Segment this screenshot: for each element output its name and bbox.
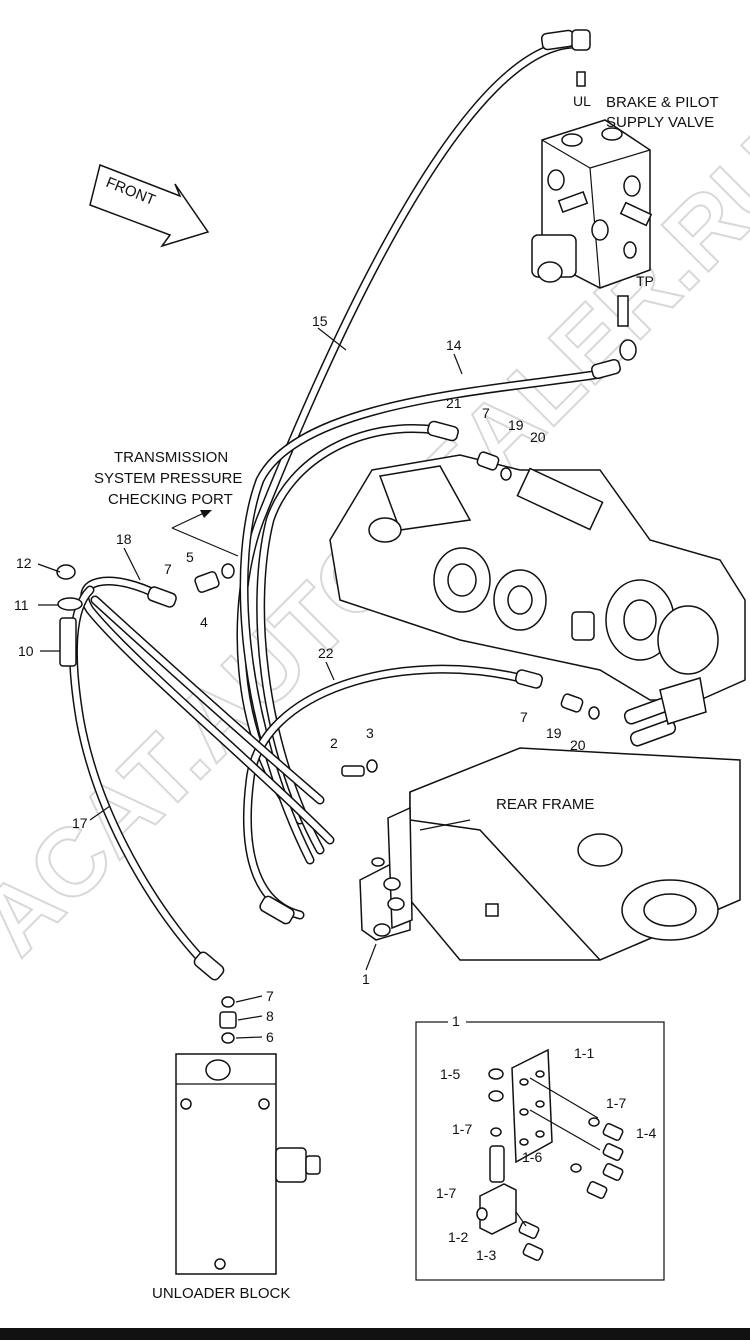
- part-10-label: 10: [18, 643, 34, 659]
- detail-1-4-label: 1-4: [636, 1125, 656, 1141]
- ul-label: UL: [573, 93, 591, 109]
- hose-14: [239, 369, 605, 865]
- unloader-block: [175, 1053, 321, 1275]
- brake-pilot-supply-valve: [531, 71, 653, 327]
- front-arrow: FRONT: [89, 163, 210, 248]
- part-21-label: 21: [446, 395, 462, 411]
- hose-extra: [90, 595, 325, 805]
- tp-label: TP: [636, 273, 654, 289]
- part-19b-label: 19: [546, 725, 562, 741]
- detail-1-7c-label: 1-7: [436, 1185, 456, 1201]
- trans-caption-1: TRANSMISSION: [114, 449, 228, 466]
- part-11-label: 11: [14, 597, 29, 613]
- trans-pointer: [171, 510, 239, 557]
- distribution-block: [359, 806, 413, 941]
- hose-22: [243, 664, 525, 920]
- detail-1-7b-label: 1-7: [452, 1121, 472, 1137]
- part-7a-label: 7: [482, 405, 490, 421]
- part-20a-label: 20: [530, 429, 546, 445]
- part-17-label: 17: [72, 815, 88, 831]
- trans-caption-2: SYSTEM PRESSURE: [94, 470, 242, 487]
- rear-frame-label: REAR FRAME: [496, 796, 594, 813]
- detail-title: 1: [452, 1013, 460, 1029]
- fittings: [56, 29, 637, 1044]
- part-15-label: 15: [312, 313, 328, 329]
- part-20b-label: 20: [570, 737, 586, 753]
- part-22-label: 22: [318, 645, 334, 661]
- brake-valve-caption-1: BRAKE & PILOT: [606, 94, 719, 111]
- part-1-label: 1: [362, 971, 370, 987]
- brake-valve-caption-2: SUPPLY VALVE: [606, 114, 714, 131]
- detail-inset: 1 1-1 1-5 1-7 1-4 1-7 1-6 1-7 1-2 1-3: [415, 1013, 665, 1281]
- part-14-label: 14: [446, 337, 462, 353]
- detail-1-3-label: 1-3: [476, 1247, 496, 1263]
- trans-caption-3: CHECKING PORT: [108, 491, 233, 508]
- hose-21: [256, 424, 441, 855]
- detail-1-1-label: 1-1: [574, 1045, 594, 1061]
- detail-1-5-label: 1-5: [440, 1066, 460, 1082]
- unloader-block-label: UNLOADER BLOCK: [152, 1285, 290, 1302]
- part-3-label: 3: [366, 725, 374, 741]
- rear-frame: [409, 747, 741, 961]
- part-6-label: 6: [266, 1029, 274, 1045]
- detail-1-2-label: 1-2: [448, 1229, 468, 1245]
- part-7b-label: 7: [164, 561, 172, 577]
- part-5-label: 5: [186, 549, 194, 565]
- part-7c-label: 7: [520, 709, 528, 725]
- leader-lines: [37, 327, 463, 1039]
- part-2-label: 2: [330, 735, 338, 751]
- part-labels: 15 14 21 7 19 20 18 5 7 4 12 11 10 22 7 …: [14, 313, 586, 1045]
- part-7d-label: 7: [266, 988, 274, 1004]
- pump-assembly: [329, 454, 746, 747]
- part-4-label: 4: [200, 614, 208, 630]
- part-8-label: 8: [266, 1008, 274, 1024]
- detail-1-7a-label: 1-7: [606, 1095, 626, 1111]
- part-19a-label: 19: [508, 417, 524, 433]
- part-18-label: 18: [116, 531, 132, 547]
- hose-15: [236, 39, 583, 825]
- bottom-bar: [0, 1328, 750, 1340]
- detail-1-6-label: 1-6: [522, 1149, 542, 1165]
- hose-18: [80, 576, 335, 845]
- part-12-label: 12: [16, 555, 32, 571]
